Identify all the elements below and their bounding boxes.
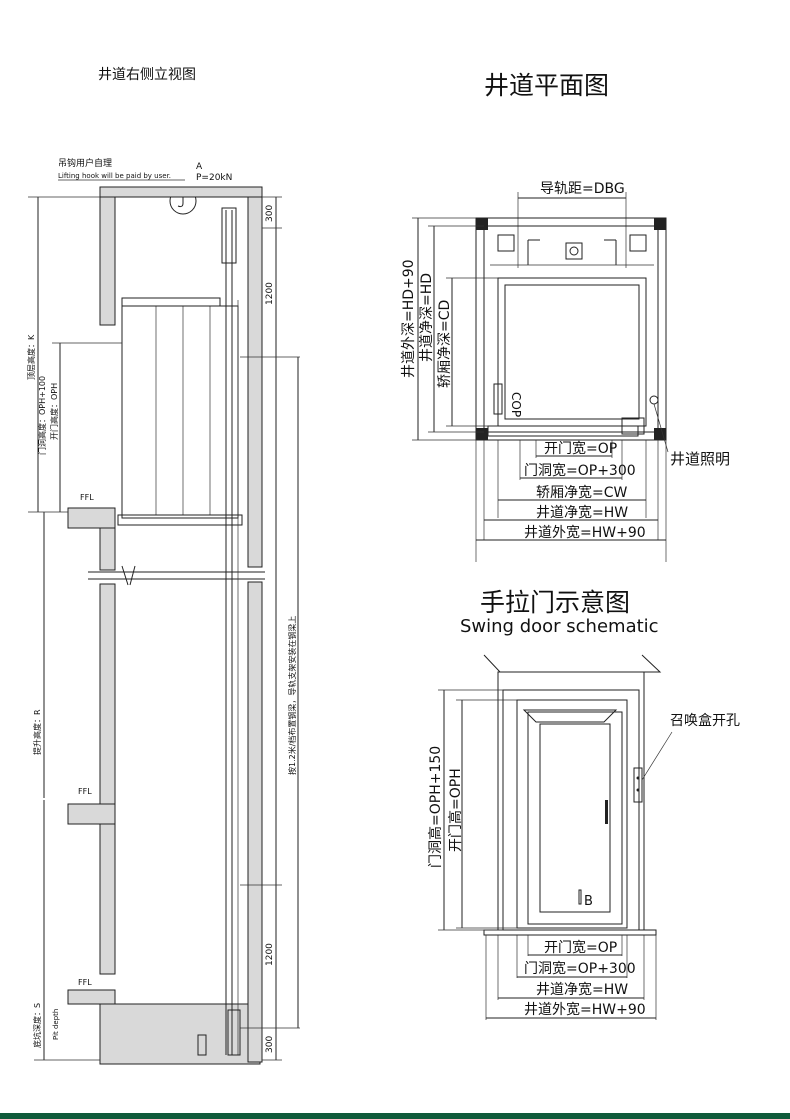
door-width-label: 开门宽=OP [544,939,617,956]
outer-depth-label: 井道外深=HD+90 [401,259,417,378]
cop-panel [493,383,503,415]
bottom-landing-slab [67,989,116,1005]
mid-landing-slab [67,803,116,825]
hoistway-light-icon [649,395,659,405]
pit-depth-en: Pit depth [52,1009,60,1040]
break-line [88,571,265,580]
door-opening-width-label: 门洞宽=OP+300 [524,960,636,977]
door-sill-plate [483,929,657,936]
hoistway-lighting-label: 井道照明 [670,450,730,468]
hook-shape-icon [177,193,184,208]
left-wall-upper [99,186,116,326]
elevator-car [121,305,239,519]
ffl-mid: FFL [78,787,92,796]
car-clear-width-label: 轿厢净宽=CW [536,484,628,501]
plan-opening-width-label: 门洞宽=OP+300 [524,462,636,479]
hoistway-plan-view: 井道平面图 导轨距=DBG COP 井道照明 [401,71,730,562]
door-opening [516,699,628,929]
plan-door-width-label: 开门宽=OP [544,440,617,457]
top-machine [221,207,237,264]
door-hoistway-outer-width-label: 井道外宽=HW+90 [524,1001,646,1018]
plan-view-title: 井道平面图 [484,71,609,100]
ffl-top: FFL [80,493,94,502]
hoistway-outline [475,217,667,441]
door-height-label: 开门高=OPH [447,768,464,852]
dim-top-300: 300 [265,205,275,222]
clear-depth-label: 井道净深=HD [419,273,435,362]
rail-bracket-note: 按1.2米/档布置钢梁，导轨支架安装在钢梁上 [287,616,297,775]
door-title-en: Swing door schematic [460,616,659,637]
ffl-bottom: FFL [78,978,92,987]
rail-distance-label: 导轨距=DBG [540,181,625,197]
right-wall-upper [247,186,263,568]
hook-load: P=20kN [196,173,232,183]
pit-floor [99,1003,261,1065]
door-hoistway-clear-width-label: 井道净宽=HW [536,981,628,998]
door-handle-icon [605,800,608,824]
plan-hoistway-clear-width-label: 井道净宽=HW [536,504,628,521]
shaft-ceiling [99,186,263,198]
swing-door-leaf [527,711,623,925]
pit-depth-label: 底坑深度：S [32,1003,42,1048]
door-top-panel [522,709,618,723]
left-wall-bottom [99,823,116,975]
left-wall-lower [99,583,116,805]
right-wall-lower [247,581,263,1063]
right-rail-bracket [629,234,647,252]
call-box-label: 召唤盒开孔 [670,712,740,729]
hook-note-en: Lifting hook will be paid by user. [58,172,171,180]
hook-label-a: A [196,162,203,172]
door-mechanism [621,417,645,435]
overhead-height-label: 顶层高度：K [26,334,36,380]
hook-note-cn: 吊钩用户自理 [58,157,112,169]
door-label-b: B [584,894,593,909]
car-platform [117,514,243,526]
swing-door-view: 手拉门示意图 Swing door schematic B 召唤盒开孔 门洞高=… [427,588,740,1020]
car-depth-label: 轿厢净深=CD [437,300,453,388]
door-sill [487,425,639,437]
dim-bottom-300: 300 [265,1036,275,1053]
door-opening-height-label: 门洞高=OPH+150 [427,746,444,868]
left-rail-bracket [497,234,515,252]
travel-height-label: 提升高度：R [32,709,42,755]
plan-hoistway-outer-width-label: 井道外宽=HW+90 [524,524,646,541]
door-clear-height-label: 开门高度：OPH [49,383,59,440]
side-elevation-view: 井道右侧立视图 吊钩用户自理 Lifting hook will be paid… [26,67,300,1065]
counterweight [565,242,583,260]
side-view-title: 井道右侧立视图 [98,67,196,83]
car-top [121,297,221,307]
door-title-cn: 手拉门示意图 [480,588,630,617]
cop-label: COP [509,392,523,417]
left-wall-mid [99,527,116,571]
dim-bottom-1200: 1200 [265,943,275,966]
call-box [633,767,643,803]
door-opening-height-label: 门洞高度：OPH+100 [37,376,47,455]
dim-top-1200: 1200 [265,282,275,305]
pit-buffer [227,1009,241,1056]
bottom-accent-bar [0,1113,790,1119]
pit-equipment [197,1034,207,1056]
top-landing-slab [67,507,116,529]
